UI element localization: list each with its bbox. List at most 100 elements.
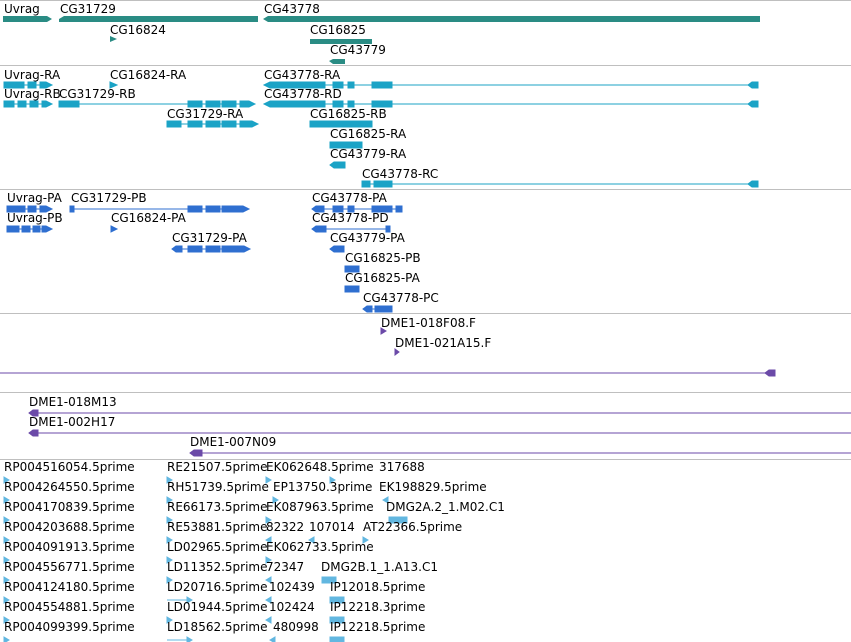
protein-label[interactable]: CG43778-PC bbox=[363, 291, 439, 305]
est-feature[interactable] bbox=[265, 516, 272, 524]
est-feature[interactable] bbox=[265, 556, 272, 564]
est-label[interactable]: 107014 bbox=[309, 520, 355, 534]
transcript-feature-cg43778-rc[interactable] bbox=[361, 180, 759, 188]
est-label[interactable]: EK087963.5prime bbox=[266, 500, 374, 514]
bac-label[interactable]: DME1-007N09 bbox=[190, 435, 277, 449]
est-feature[interactable] bbox=[186, 636, 193, 642]
est-label[interactable]: LD18562.5prime bbox=[167, 620, 268, 634]
protein-label[interactable]: CG43778-PA bbox=[312, 191, 387, 205]
est-label[interactable]: EK062648.5prime bbox=[266, 460, 374, 474]
est-label[interactable]: 102424 bbox=[269, 600, 315, 614]
transcript-feature-cg16825-ra[interactable] bbox=[329, 141, 363, 149]
protein-feature-cg43778-pd[interactable] bbox=[311, 225, 391, 233]
est-feature[interactable] bbox=[166, 476, 173, 484]
est-feature[interactable] bbox=[382, 496, 389, 504]
transcript-label[interactable]: CG16825-RB bbox=[310, 107, 387, 121]
est-label[interactable]: RP004264550.5prime bbox=[4, 480, 135, 494]
est-feature[interactable] bbox=[186, 596, 193, 604]
est-feature[interactable] bbox=[166, 536, 173, 544]
est-label[interactable]: RH51739.5prime bbox=[167, 480, 269, 494]
gene-feature-uvrag[interactable] bbox=[3, 16, 52, 22]
gene-feature-cg43779[interactable] bbox=[329, 59, 345, 64]
transcript-label[interactable]: Uvrag-RA bbox=[4, 68, 61, 82]
est-feature[interactable] bbox=[329, 616, 345, 624]
transcript-feature-uvrag-rb[interactable] bbox=[3, 100, 54, 108]
est-feature[interactable] bbox=[321, 576, 337, 584]
est-feature[interactable] bbox=[265, 576, 272, 584]
bac-label[interactable]: DME1-002H17 bbox=[29, 415, 116, 429]
est-feature[interactable] bbox=[3, 576, 10, 584]
transcript-feature-cg31729-rb[interactable] bbox=[58, 100, 257, 108]
est-feature[interactable] bbox=[3, 556, 10, 564]
protein-label[interactable]: CG16824-PA bbox=[111, 211, 186, 225]
gene-label[interactable]: Uvrag bbox=[4, 2, 40, 16]
est-feature[interactable] bbox=[362, 536, 369, 544]
gene-feature-cg31729[interactable] bbox=[59, 16, 258, 22]
est-feature[interactable] bbox=[329, 636, 345, 642]
protein-feature-cg16825-pa[interactable] bbox=[344, 285, 360, 293]
protein-label[interactable]: CG43779-PA bbox=[330, 231, 405, 245]
est-label[interactable]: AT22366.5prime bbox=[363, 520, 463, 534]
protein-feature-cg43778-pa[interactable] bbox=[311, 205, 403, 213]
transcript-label[interactable]: CG31729-RA bbox=[167, 107, 244, 121]
est-feature[interactable] bbox=[3, 636, 10, 642]
gene-label[interactable]: CG43778 bbox=[264, 2, 320, 16]
est-feature[interactable] bbox=[265, 616, 272, 624]
est-label[interactable]: RE21507.5prime bbox=[167, 460, 268, 474]
est-feature[interactable] bbox=[265, 476, 272, 484]
protein-label[interactable]: CG31729-PA bbox=[172, 231, 247, 245]
protein-feature-cg43778-pc[interactable] bbox=[362, 305, 393, 313]
transcript-feature-cg31729-ra[interactable] bbox=[166, 120, 260, 128]
est-feature[interactable] bbox=[265, 596, 272, 604]
est-label[interactable]: 72347 bbox=[266, 560, 305, 574]
est-label[interactable]: IP12218.3prime bbox=[330, 600, 426, 614]
est-label[interactable]: DMG2A.2_1.M02.C1 bbox=[386, 500, 505, 514]
est-label[interactable]: 82322 bbox=[266, 520, 305, 534]
est-feature[interactable] bbox=[329, 476, 336, 484]
est-feature[interactable] bbox=[3, 476, 10, 484]
est-label[interactable]: LD01944.5prime bbox=[167, 600, 268, 614]
bac-feature-dme1-002h17[interactable] bbox=[28, 429, 851, 437]
bac-label[interactable]: DME1-018M13 bbox=[29, 395, 117, 409]
bac-feature-dme1-018m13[interactable] bbox=[28, 409, 851, 417]
est-label[interactable]: EP13750.3prime bbox=[273, 480, 373, 494]
est-label[interactable]: RE66173.5prime bbox=[167, 500, 268, 514]
transcript-label[interactable]: CG31729-RB bbox=[59, 87, 136, 101]
gene-label[interactable]: CG16825 bbox=[310, 23, 366, 37]
gene-feature-cg16824[interactable] bbox=[110, 36, 117, 42]
est-feature[interactable] bbox=[3, 596, 10, 604]
est-label[interactable]: RP004556771.5prime bbox=[4, 560, 135, 574]
est-label[interactable]: LD11352.5prime bbox=[167, 560, 268, 574]
gene-label[interactable]: CG16824 bbox=[110, 23, 166, 37]
est-label[interactable]: EK198829.5prime bbox=[379, 480, 487, 494]
transcript-feature-cg16825-rb[interactable] bbox=[309, 120, 373, 128]
transcript-feature-cg43778-rd[interactable] bbox=[262, 100, 759, 108]
protein-label[interactable]: CG16825-PB bbox=[345, 251, 421, 265]
est-label[interactable]: IP12218.5prime bbox=[330, 620, 426, 634]
est-label[interactable]: RE53881.5prime bbox=[167, 520, 268, 534]
est-label[interactable]: RP004124180.5prime bbox=[4, 580, 135, 594]
est-feature[interactable] bbox=[3, 616, 10, 624]
transcript-feature-cg43779-ra[interactable] bbox=[329, 161, 346, 169]
protein-label[interactable]: CG16825-PA bbox=[345, 271, 420, 285]
est-label[interactable]: RP004099399.5prime bbox=[4, 620, 135, 634]
transcript-feature-cg16824-ra[interactable] bbox=[109, 81, 119, 89]
est-label[interactable]: RP004170839.5prime bbox=[4, 500, 135, 514]
est-label[interactable]: LD02965.5prime bbox=[167, 540, 268, 554]
protein-feature-cg31729-pb[interactable] bbox=[69, 205, 251, 213]
protein-label[interactable]: Uvrag-PB bbox=[7, 211, 63, 225]
gene-label[interactable]: CG31729 bbox=[60, 2, 116, 16]
est-label[interactable]: RP004516054.5prime bbox=[4, 460, 135, 474]
est-feature[interactable] bbox=[388, 516, 408, 524]
gene-label[interactable]: CG43779 bbox=[330, 43, 386, 57]
est-feature[interactable] bbox=[3, 496, 10, 504]
bac-feature-dme1-007n09[interactable] bbox=[189, 449, 851, 457]
clone-feature-long-span[interactable] bbox=[0, 369, 776, 377]
protein-label[interactable]: CG43778-PD bbox=[312, 211, 389, 225]
est-feature[interactable] bbox=[166, 516, 173, 524]
protein-feature-cg43779-pa[interactable] bbox=[329, 245, 345, 253]
est-feature[interactable] bbox=[269, 636, 276, 642]
transcript-label[interactable]: CG43778-RC bbox=[362, 167, 439, 181]
est-feature[interactable] bbox=[166, 576, 173, 584]
transcript-label[interactable]: CG43778-RD bbox=[264, 87, 342, 101]
